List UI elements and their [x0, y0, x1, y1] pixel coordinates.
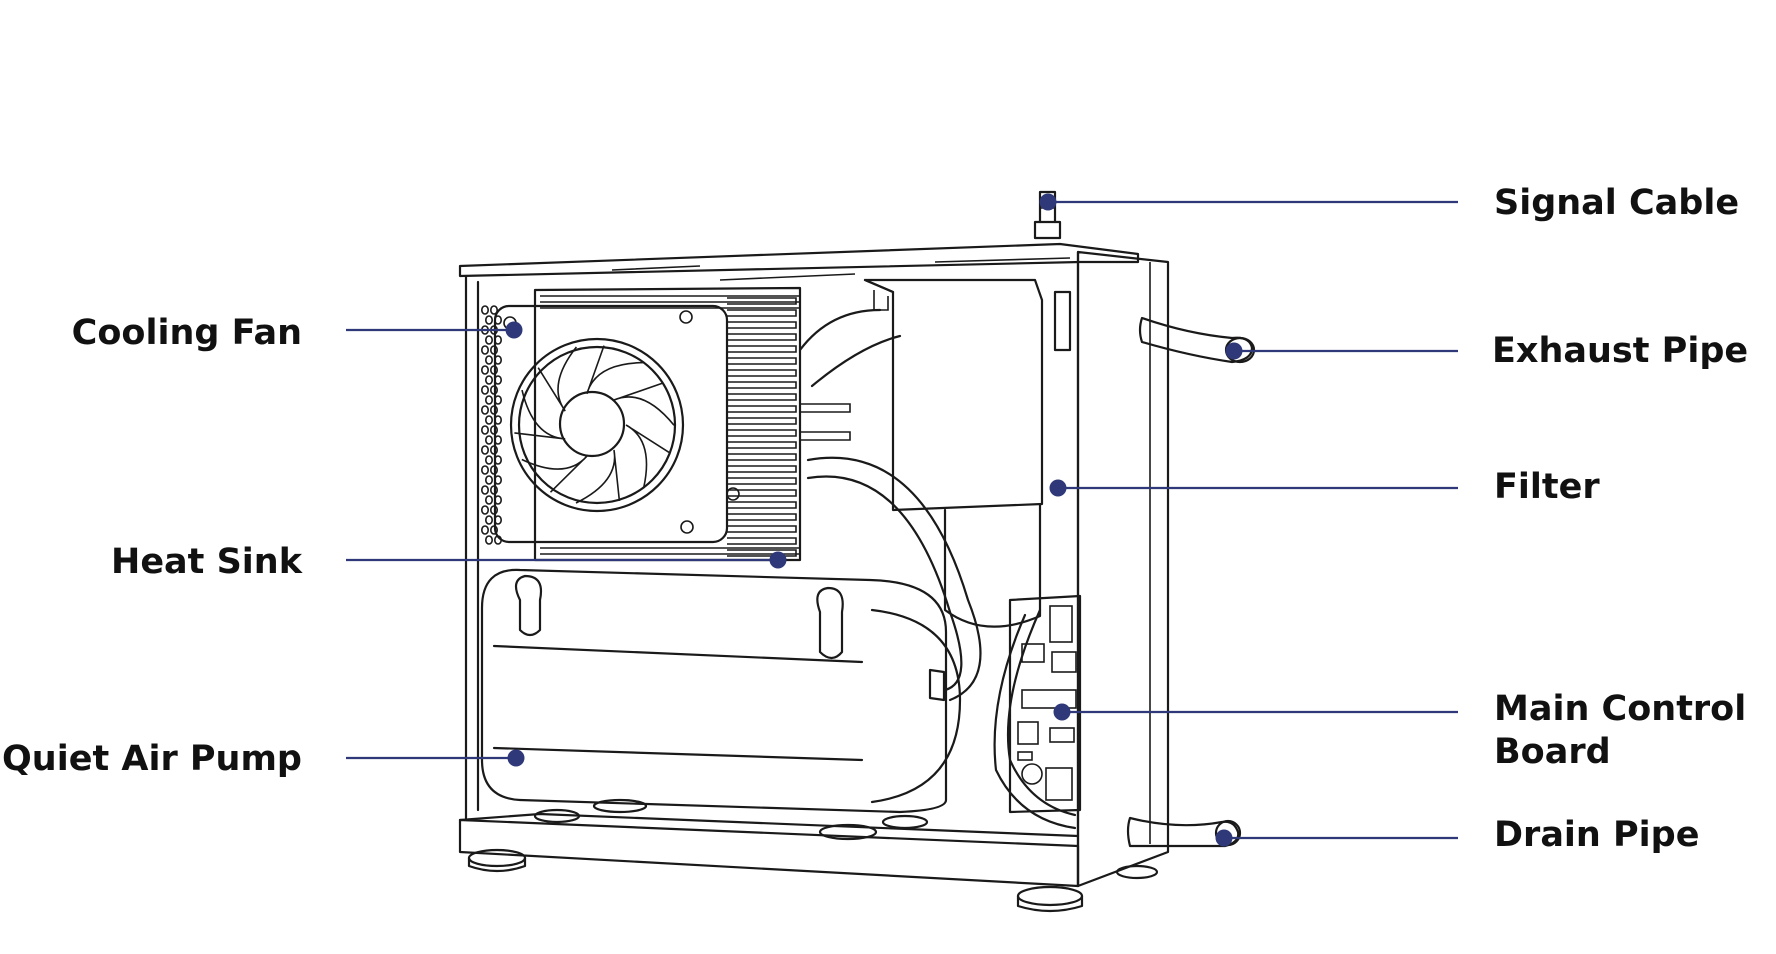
label-main-control-board-line1: Main Control	[1494, 689, 1747, 729]
vent-holes	[480, 305, 502, 545]
fan-blade	[586, 345, 645, 395]
heat-sink-fin	[727, 333, 797, 341]
label-heat-sink: Heat Sink	[111, 542, 302, 582]
dot-drain-pipe	[1215, 829, 1233, 847]
label-main-control-board-line2: Board	[1494, 732, 1611, 772]
label-signal-cable: Signal Cable	[1494, 183, 1740, 223]
dot-filter	[1049, 479, 1067, 497]
vent-hole	[484, 335, 493, 345]
heat-sink-fin	[727, 393, 797, 401]
heat-sink-fin	[727, 489, 797, 497]
heat-sink-fin	[727, 465, 797, 473]
filter-drawing	[863, 278, 1072, 628]
external-pipes-drawing	[1126, 316, 1256, 848]
vent-hole	[480, 385, 489, 395]
vent-hole	[484, 535, 493, 545]
control-board-drawing	[1008, 594, 1082, 814]
vent-hole	[484, 415, 493, 425]
vent-hole	[484, 475, 493, 485]
vent-hole	[484, 515, 493, 525]
fan-blade	[521, 455, 588, 493]
heat-sink-fin	[540, 547, 800, 555]
vent-hole	[480, 505, 489, 515]
heat-sink-fin	[727, 429, 797, 437]
fan-blade	[625, 424, 670, 488]
vent-hole	[484, 375, 493, 385]
leader-lines	[346, 193, 1458, 847]
vent-hole	[484, 355, 493, 365]
label-cooling-fan: Cooling Fan	[71, 313, 302, 353]
heat-sink-fin	[727, 537, 797, 545]
label-quiet-air-pump: Quiet Air Pump	[2, 739, 302, 779]
dot-exhaust-pipe	[1225, 342, 1243, 360]
dot-heat-sink	[769, 551, 787, 569]
vent-hole	[484, 455, 493, 465]
heat-sink-fin	[727, 501, 797, 509]
label-drain-pipe: Drain Pipe	[1494, 815, 1700, 855]
heat-sink-fin	[727, 309, 797, 317]
heat-sink-fin	[727, 357, 797, 365]
heat-sink-fin	[727, 417, 797, 425]
heat-sink-fin	[727, 381, 797, 389]
label-exhaust-pipe: Exhaust Pipe	[1492, 331, 1749, 371]
heat-sink-fin	[727, 297, 797, 305]
vent-hole	[480, 305, 489, 315]
heat-sink-fin	[727, 441, 797, 449]
heat-sink-fin	[727, 525, 797, 533]
fan-blade	[575, 449, 621, 504]
vent-hole	[484, 395, 493, 405]
vent-hole	[484, 315, 493, 325]
label-main-control-board: Main Control Board	[1494, 688, 1746, 774]
label-filter: Filter	[1494, 467, 1600, 507]
dot-quiet-air-pump	[507, 749, 525, 767]
chassis	[458, 190, 1170, 913]
vent-hole	[480, 405, 489, 415]
heat-sink-fin	[727, 513, 797, 521]
vent-hole	[480, 345, 489, 355]
vent-hole	[480, 445, 489, 455]
heat-sink-fin	[727, 453, 797, 461]
vent-hole	[480, 365, 489, 375]
heat-sink-fin	[727, 549, 797, 557]
vent-hole	[480, 425, 489, 435]
heat-sink-fin	[727, 369, 797, 377]
vent-hole	[480, 485, 489, 495]
vent-hole	[484, 435, 493, 445]
fan-blade	[514, 389, 566, 440]
cooling-fan-drawing	[493, 304, 740, 544]
hoses-drawing	[798, 308, 1077, 830]
dot-main-control-board	[1053, 703, 1071, 721]
dot-signal-cable	[1039, 193, 1057, 211]
dot-cooling-fan	[505, 321, 523, 339]
air-pump-drawing	[480, 568, 962, 841]
heat-sink-drawing	[533, 286, 802, 562]
vent-hole	[484, 495, 493, 505]
vent-hole	[489, 305, 498, 315]
vent-hole	[480, 465, 489, 475]
vent-hole	[480, 525, 489, 535]
fan-blade	[613, 382, 675, 426]
heat-sink-fin	[727, 345, 797, 353]
heat-sink-fin	[727, 477, 797, 485]
heat-sink-fin	[727, 321, 797, 329]
fan-blade	[537, 346, 578, 412]
heat-sink-fin	[727, 405, 797, 413]
